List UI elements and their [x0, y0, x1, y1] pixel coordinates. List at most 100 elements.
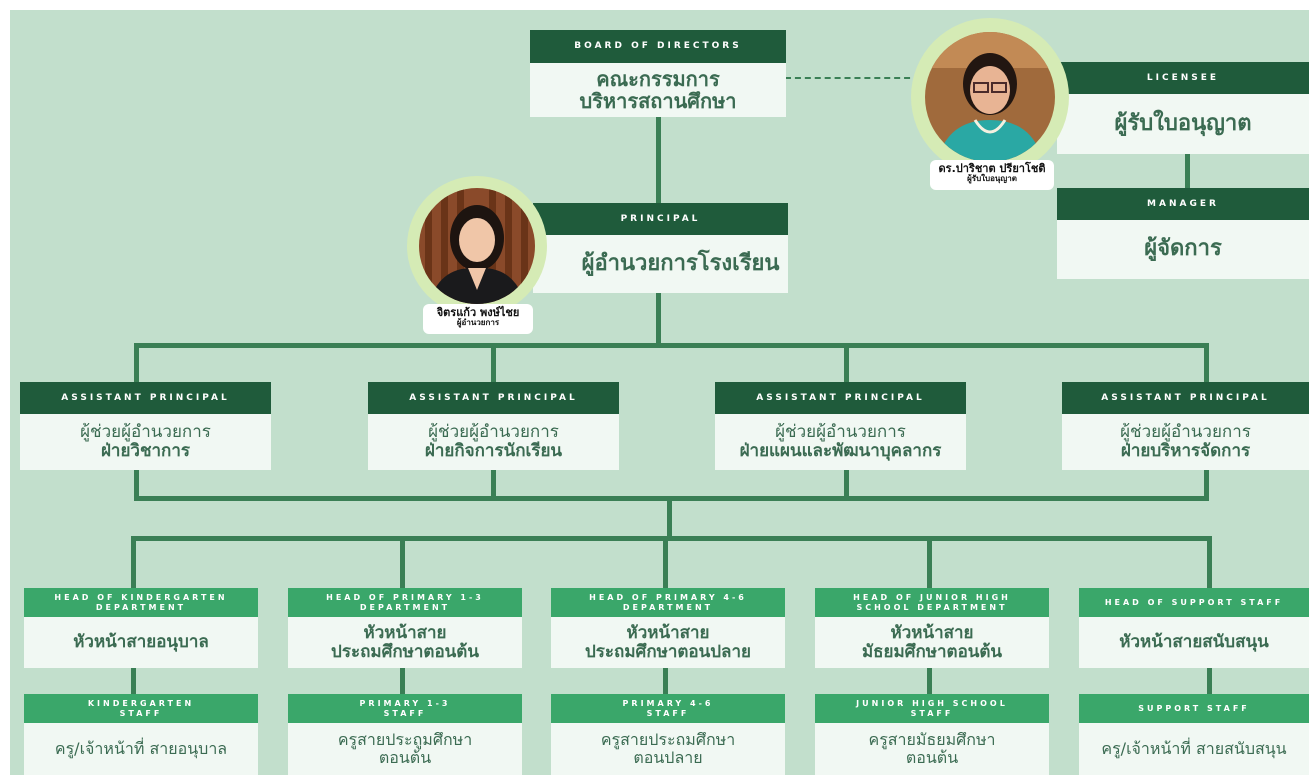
- staff-card: PRIMARY 1-3 STAFF ครูสายประถูมศึกษา ตอนต…: [288, 694, 522, 775]
- connector-line: [663, 536, 668, 590]
- connector-line: [400, 668, 405, 696]
- head-title-th-line2: ประถมศึกษาตอนต้น: [331, 641, 479, 662]
- staff-title-th-line2: ตอนปลาย: [633, 748, 703, 767]
- licensee-photo: [911, 18, 1069, 176]
- card-header: ASSISTANT PRINCIPAL: [368, 382, 619, 414]
- licensee-avatar-image: [925, 32, 1055, 162]
- connector-line: [927, 668, 932, 696]
- assistant-title-line1: ผู้ช่วยผู้อำนวยการ: [775, 422, 906, 443]
- connector-line: [134, 468, 139, 500]
- staff-title-en-line1: PRIMARY 4-6: [622, 699, 714, 709]
- card-body: ผู้รับใบอนุญาต: [1057, 94, 1309, 154]
- card-header: ASSISTANT PRINCIPAL: [715, 382, 966, 414]
- principal-name-tag: จิตรแก้ว พงษ์ไชย ผู้อำนวยการ: [423, 304, 533, 334]
- licensee-name: ดร.ปาริชาต ปรียาโชติ: [938, 162, 1046, 175]
- card-body: ผู้ช่วยผู้อำนวยการ ฝ่ายแผนและพัฒนาบุคลาก…: [715, 414, 966, 470]
- card-header: HEAD OF SUPPORT STAFF: [1079, 588, 1309, 617]
- card-header: PRINCIPAL: [533, 203, 788, 235]
- card-header: BOARD OF DIRECTORS: [530, 30, 786, 63]
- head-title-th-line1: หัวหน้าสาย: [890, 622, 974, 643]
- card-header: ASSISTANT PRINCIPAL: [20, 382, 271, 414]
- staff-title-th-line1: ครู/เจ้าหน้าที่ สายอนุบาล: [54, 739, 228, 759]
- card-body: ครู/เจ้าหน้าที่ สายสนับสนุน: [1079, 723, 1309, 775]
- connector-line: [131, 536, 1212, 541]
- card-body: หัวหน้าสายสนับสนุน: [1079, 617, 1309, 668]
- staff-title-th-line1: ครูสายประถูมศึกษา: [337, 730, 473, 750]
- connector-line: [1204, 343, 1209, 383]
- staff-title-en-line1: PRIMARY 1-3: [359, 699, 451, 709]
- card-body: ครูสายประถูมศึกษา ตอนต้น: [288, 723, 522, 775]
- department-head-card: HEAD OF KINDERGARTEN DEPARTMENT หัวหน้าส…: [24, 588, 258, 668]
- connector-line: [1207, 536, 1212, 590]
- head-title-en-line2: DEPARTMENT: [359, 602, 451, 612]
- manager-card: MANAGER ผู้จัดการ: [1057, 188, 1309, 279]
- assistant-title-line2: ฝ่ายวิชาการ: [100, 441, 191, 461]
- assistant-title-line2: ฝ่ายกิจการนักเรียน: [424, 441, 563, 461]
- card-header: LICENSEE: [1057, 62, 1309, 94]
- head-title-th-line2: มัธยมศึกษาตอนต้น: [861, 641, 1003, 662]
- card-header: HEAD OF PRIMARY 4-6 DEPARTMENT: [551, 588, 785, 617]
- card-body: หัวหน้าสาย ประถมศึกษาตอนต้น: [288, 617, 522, 668]
- staff-title-en-line2: STAFF: [119, 708, 163, 718]
- connector-line: [1204, 468, 1209, 500]
- card-body: คณะกรรมการ บริหารสถานศึกษา: [530, 63, 786, 117]
- board-title-th-line1: คณะกรรมการ: [596, 67, 720, 91]
- staff-title-en-line1: SUPPORT STAFF: [1138, 703, 1250, 713]
- staff-title-th-line1: ครูสายมัธยมศึกษา: [868, 730, 996, 750]
- staff-card: KINDERGARTEN STAFF ครู/เจ้าหน้าที่ สายอน…: [24, 694, 258, 775]
- card-header: HEAD OF KINDERGARTEN DEPARTMENT: [24, 588, 258, 617]
- staff-title-th-line1: ครู/เจ้าหน้าที่ สายสนับสนุน: [1101, 739, 1287, 759]
- board-of-directors-card: BOARD OF DIRECTORS คณะกรรมการ บริหารสถาน…: [530, 30, 786, 117]
- avatar: [925, 32, 1055, 162]
- staff-title-th-line2: ตอนต้น: [378, 748, 432, 767]
- head-title-en-line1: HEAD OF KINDERGARTEN: [54, 593, 228, 603]
- staff-title-th-line1: ครูสายประถมศึกษา: [600, 730, 736, 750]
- head-title-th-line1: หัวหน้าสาย: [626, 622, 710, 643]
- card-body: ผู้ช่วยผู้อำนวยการ ฝ่ายกิจการนักเรียน: [368, 414, 619, 470]
- card-header: PRIMARY 4-6 STAFF: [551, 694, 785, 723]
- card-body: ครูสายมัธยมศึกษา ตอนต้น: [815, 723, 1049, 775]
- card-header: JUNIOR HIGH SCHOOL STAFF: [815, 694, 1049, 723]
- head-title-th-line2: ประถมศึกษาตอนปลาย: [585, 641, 751, 662]
- head-title-en-line2: DEPARTMENT: [622, 602, 714, 612]
- board-title-th-line2: บริหารสถานศึกษา: [579, 89, 737, 113]
- card-body: ผู้จัดการ: [1057, 220, 1309, 279]
- card-body: ผู้ช่วยผู้อำนวยการ ฝ่ายบริหารจัดการ: [1062, 414, 1309, 470]
- card-body: ผู้อำนวยการโรงเรียน: [533, 235, 788, 293]
- card-body: หัวหน้าสาย มัธยมศึกษาตอนต้น: [815, 617, 1049, 668]
- assistant-principal-card: ASSISTANT PRINCIPAL ผู้ช่วยผู้อำนวยการ ฝ…: [368, 382, 619, 470]
- card-header: HEAD OF JUNIOR HIGH SCHOOL DEPARTMENT: [815, 588, 1049, 617]
- department-head-card: HEAD OF SUPPORT STAFF หัวหน้าสายสนับสนุน: [1079, 588, 1309, 668]
- staff-title-th-line2: ตอนต้น: [905, 748, 959, 767]
- head-title-th-line1: หัวหน้าสายสนับสนุน: [1119, 632, 1269, 653]
- connector-line: [400, 536, 405, 590]
- avatar: [419, 188, 535, 304]
- head-title-en-line2: SCHOOL DEPARTMENT: [856, 602, 1008, 612]
- licensee-role: ผู้รับใบอนุญาต: [967, 174, 1017, 184]
- connector-line: [844, 343, 849, 383]
- licensee-name-tag: ดร.ปาริชาต ปรียาโชติ ผู้รับใบอนุญาต: [930, 160, 1054, 190]
- head-title-en-line1: HEAD OF PRIMARY 1-3: [326, 593, 484, 603]
- connector-line: [927, 536, 932, 590]
- staff-card: SUPPORT STAFF ครู/เจ้าหน้าที่ สายสนับสนุ…: [1079, 694, 1309, 775]
- assistant-principal-card: ASSISTANT PRINCIPAL ผู้ช่วยผู้อำนวยการ ฝ…: [20, 382, 271, 470]
- assistant-title-line1: ผู้ช่วยผู้อำนวยการ: [80, 422, 211, 443]
- staff-title-en-line2: STAFF: [646, 708, 690, 718]
- connector-line: [134, 343, 139, 383]
- connector-line: [134, 343, 1209, 348]
- staff-title-en-line1: KINDERGARTEN: [87, 699, 195, 709]
- card-body: หัวหน้าสาย ประถมศึกษาตอนปลาย: [551, 617, 785, 668]
- card-header: SUPPORT STAFF: [1079, 694, 1309, 723]
- head-title-th-line1: หัวหน้าสายอนุบาล: [73, 632, 209, 653]
- assistant-title-line1: ผู้ช่วยผู้อำนวยการ: [428, 422, 559, 443]
- connector-line: [1207, 668, 1212, 696]
- licensee-card: LICENSEE ผู้รับใบอนุญาต: [1057, 62, 1309, 154]
- department-head-card: HEAD OF PRIMARY 4-6 DEPARTMENT หัวหน้าสา…: [551, 588, 785, 668]
- card-header: MANAGER: [1057, 188, 1309, 220]
- department-head-card: HEAD OF PRIMARY 1-3 DEPARTMENT หัวหน้าสา…: [288, 588, 522, 668]
- connector-line: [656, 290, 661, 345]
- principal-avatar-image: [419, 188, 535, 304]
- head-title-th-line1: หัวหน้าสาย: [363, 622, 447, 643]
- principal-role: ผู้อำนวยการ: [456, 318, 500, 328]
